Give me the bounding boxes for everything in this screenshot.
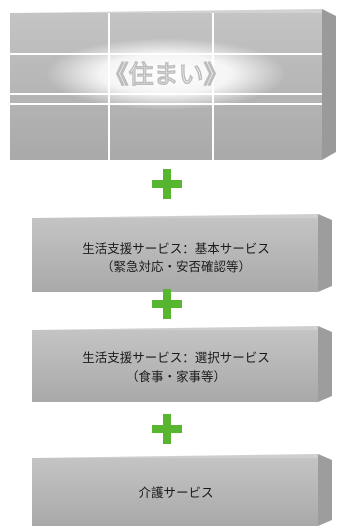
block-line1: 介護サービス: [138, 485, 213, 500]
block-front: [32, 458, 318, 526]
basic-support-services-block: 生活支援サービス：基本サービス （緊急対応・安否確認等）: [32, 214, 332, 292]
block-side: [318, 326, 332, 402]
plus-icon: [152, 414, 182, 444]
block-line1: 生活支援サービス：基本サービス: [82, 241, 270, 256]
block-side: [318, 454, 332, 526]
block-side: [318, 214, 332, 292]
block-front: [32, 218, 318, 292]
plus-icon: [152, 169, 182, 199]
block-line2: （緊急対応・安否確認等）: [101, 259, 251, 274]
housing-block: 《住まい》: [10, 9, 336, 160]
block-line1: 生活支援サービス：選択サービス: [82, 350, 270, 365]
housing-glow: [46, 38, 286, 110]
housing-label: 《住まい》: [103, 60, 228, 89]
block-front: [32, 330, 318, 402]
block-line2: （食事・家事等）: [126, 369, 226, 384]
nursing-care-services-block: 介護サービス: [32, 454, 332, 526]
optional-support-services-block: 生活支援サービス：選択サービス （食事・家事等）: [32, 326, 332, 402]
plus-icon: [152, 289, 182, 319]
housing-block-side: [322, 9, 336, 160]
